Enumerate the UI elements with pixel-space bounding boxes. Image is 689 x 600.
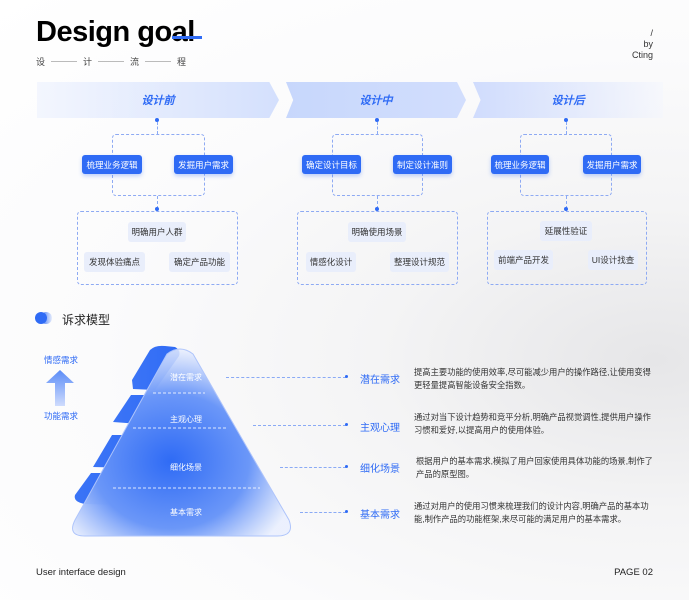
phase-button[interactable]: 发掘用户需求 xyxy=(583,155,641,174)
phase-banner-before: 设计前 xyxy=(37,82,279,118)
byline-slash: / xyxy=(650,28,653,38)
page-number: PAGE 02 xyxy=(614,567,653,578)
connector-dot xyxy=(375,118,379,122)
pyramid-main xyxy=(72,348,291,537)
connector-line xyxy=(377,196,378,209)
byline-by: by xyxy=(643,39,653,49)
pyramid-level-label: 主观心理 xyxy=(170,415,202,424)
arrow-up-icon xyxy=(46,370,74,406)
connector-line xyxy=(157,196,158,209)
level-description: 提高主要功能的使用效率,尽可能减少用户的操作路径,让使用变得更轻量提高智能设备安… xyxy=(414,367,651,390)
level-connector xyxy=(226,377,346,378)
dashed-group xyxy=(77,211,238,285)
subtitle-steps: 设 计 流 程 xyxy=(36,55,186,68)
phase-button[interactable]: 制定设计准则 xyxy=(393,155,452,174)
phase-chip: 情感化设计 xyxy=(306,252,356,272)
level-connector xyxy=(253,425,346,426)
connector-dot xyxy=(345,510,348,513)
step-char: 程 xyxy=(177,57,187,67)
axis-top-label: 情感需求 xyxy=(44,355,79,365)
phase-button[interactable]: 发掘用户需求 xyxy=(174,155,233,174)
connector-dot xyxy=(345,375,348,378)
phase-banner-after: 设计后 xyxy=(473,82,663,118)
level-description: 根据用户的基本需求,模拟了用户回家使用具体功能的场景,制作了产品的原型图。 xyxy=(416,456,653,479)
phase-chip: 发现体验痛点 xyxy=(84,252,145,272)
connector-line xyxy=(377,122,378,134)
section-toggle-icon xyxy=(35,312,52,324)
byline-author: Cting xyxy=(631,50,653,60)
connector-dot xyxy=(564,118,568,122)
step-char: 计 xyxy=(83,57,93,67)
phase-chip: 延展性验证 xyxy=(540,221,592,241)
pyramid-level-label: 细化场景 xyxy=(170,463,202,472)
dashed-group xyxy=(297,211,458,285)
level-title: 潜在需求 xyxy=(360,375,400,386)
connector-dot xyxy=(155,118,159,122)
level-connector xyxy=(300,512,346,513)
phase-chip: 整理设计规范 xyxy=(390,252,449,272)
connector-dot xyxy=(345,423,348,426)
level-title: 细化场景 xyxy=(360,464,400,475)
connector-dot xyxy=(564,207,568,211)
connector-dot xyxy=(345,465,348,468)
title-accent-line xyxy=(172,36,202,39)
phase-chip: 确定产品功能 xyxy=(169,252,230,272)
dashed-group xyxy=(487,211,647,285)
phase-chip: 明确使用场景 xyxy=(348,222,406,242)
pyramid-level-label: 潜在需求 xyxy=(170,373,202,382)
level-title: 主观心理 xyxy=(360,423,400,434)
level-title: 基本需求 xyxy=(360,510,400,521)
footer-left: User interface design xyxy=(36,567,126,578)
pyramid-level-label: 基本需求 xyxy=(170,508,202,517)
step-char: 设 xyxy=(36,57,46,67)
level-connector xyxy=(280,467,346,468)
byline: / by Cting xyxy=(632,28,653,61)
level-description: 通过对当下设计趋势和竞平分析,明确产品视觉调性,提供用户操作习惯和爱好,以提高用… xyxy=(414,412,651,435)
connector-line xyxy=(566,122,567,134)
connector-dot xyxy=(155,207,159,211)
connector-dot xyxy=(375,207,379,211)
section-title: 诉求模型 xyxy=(62,313,111,327)
phase-button[interactable]: 确定设计目标 xyxy=(302,155,361,174)
phase-banner-during: 设计中 xyxy=(286,82,466,118)
connector-line xyxy=(566,196,567,209)
page-title: Design goal xyxy=(36,16,195,48)
phase-chip: 前端产品开发 xyxy=(494,250,553,270)
level-description: 通过对用户的使用习惯来梳理我们的设计内容,明确产品的基本功能,制作产品的功能框架… xyxy=(414,501,649,524)
phase-chip: 明确用户人群 xyxy=(128,222,186,242)
step-char: 流 xyxy=(130,57,140,67)
axis-bottom-label: 功能需求 xyxy=(44,411,79,421)
phase-button[interactable]: 梳理业务逻辑 xyxy=(82,155,142,174)
connector-line xyxy=(157,122,158,134)
pyramid-graphic xyxy=(72,345,291,537)
phase-button[interactable]: 梳理业务逻辑 xyxy=(491,155,549,174)
phase-chip: UI设计找查 xyxy=(588,250,638,270)
